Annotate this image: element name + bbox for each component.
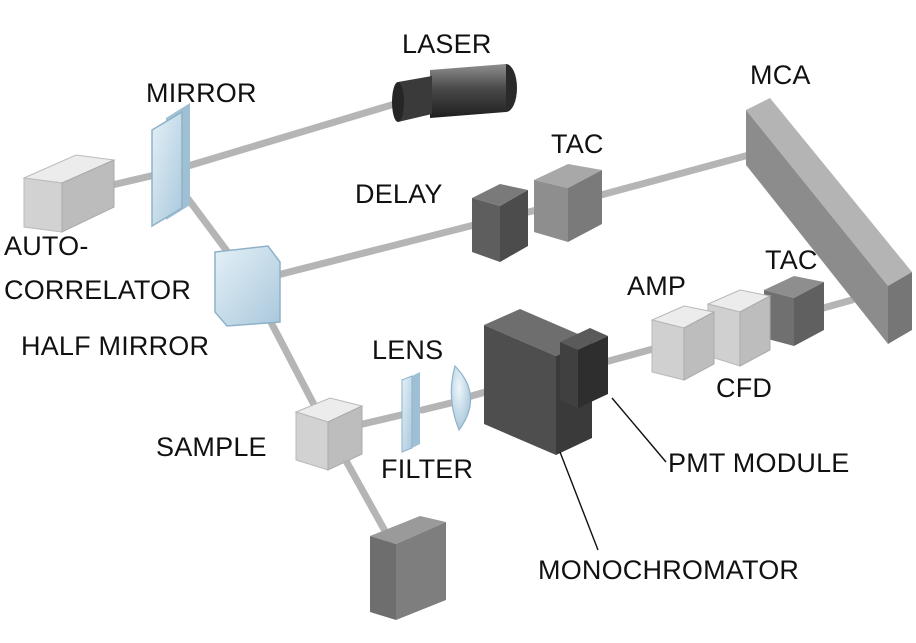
label-cfd: CFD	[716, 373, 773, 403]
sample-to-detector-beam	[336, 446, 394, 544]
label-tac-lower: TAC	[765, 245, 818, 275]
laser-device	[392, 64, 517, 122]
tac-lower-box	[764, 276, 824, 346]
label-laser: LASER	[402, 29, 492, 59]
leader-lines	[559, 397, 667, 551]
laser-to-mirror-beam	[164, 99, 402, 176]
detector-box	[370, 516, 446, 620]
delay-box	[472, 184, 528, 262]
label-mirror: MIRROR	[146, 78, 257, 108]
filter-optic	[401, 372, 420, 453]
label-tac-upper: TAC	[551, 129, 604, 159]
pmt-module-box	[560, 328, 608, 408]
label-autocorrelator-line2: CORRELATOR	[4, 275, 192, 305]
half-mirror-to-delay-beam	[246, 220, 482, 286]
pmt-module-leader	[611, 397, 667, 463]
autocorrelator-box	[22, 154, 116, 233]
label-autocorrelator-line1: AUTO-	[4, 231, 89, 261]
tac-to-mca-beam	[586, 148, 764, 202]
filter-to-lens-beam	[418, 398, 459, 414]
label-pmt-module: PMT MODULE	[668, 448, 850, 478]
mirror-optic	[151, 103, 190, 228]
sample-box	[294, 397, 364, 471]
label-lens: LENS	[372, 335, 444, 365]
mca-box	[746, 98, 912, 344]
label-delay: DELAY	[355, 179, 443, 209]
label-monochromator: MONOCHROMATOR	[538, 555, 800, 585]
label-mca: MCA	[750, 60, 811, 90]
cfd-box	[706, 289, 772, 367]
label-sample: SAMPLE	[156, 432, 267, 462]
lens-optic	[450, 364, 472, 432]
half-mirror-optic	[214, 245, 281, 327]
label-amp: AMP	[627, 271, 687, 301]
label-filter: FILTER	[381, 454, 474, 484]
amp-box	[650, 305, 716, 381]
tac-upper-box	[534, 164, 602, 242]
monochromator-leader	[559, 451, 599, 551]
label-half-mirror: HALF MIRROR	[21, 331, 210, 361]
